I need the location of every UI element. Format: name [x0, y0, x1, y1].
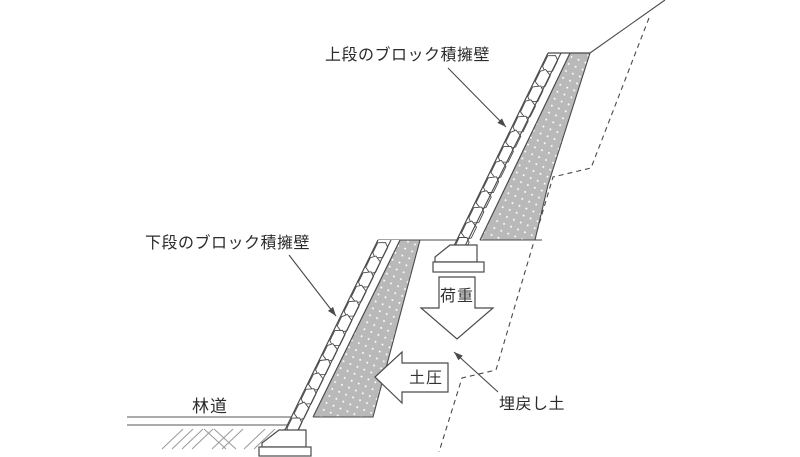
masonry-block: [483, 176, 500, 193]
upper-wall-leader-arrow: [447, 67, 507, 128]
masonry-block: [497, 146, 514, 163]
upper-wall-face-outer-line: [451, 52, 549, 251]
backfill-leader-arrow: [453, 351, 499, 393]
lower-wall-face-inner-line: [297, 239, 392, 431]
excavation-boundary-dashed-line: [438, 17, 650, 453]
lower-wall-face-outer-line: [284, 239, 379, 431]
road-label: 林道: [192, 397, 228, 417]
upper-ground-slope-line: [589, 0, 666, 54]
upper-wall-base-slab: [432, 261, 485, 273]
lower-wall-leader-arrow: [288, 254, 337, 317]
masonry-block: [505, 129, 522, 149]
backfill-label: 埋戻し土: [499, 394, 565, 413]
masonry-block: [490, 159, 507, 180]
lower-wall-foundation: [261, 429, 307, 448]
upper-wall-backing-line: [479, 52, 571, 241]
load-arrow-group: 荷重: [419, 276, 495, 340]
upper-wall-label: 上段のブロック積擁壁: [325, 45, 490, 64]
masonry-block: [460, 220, 477, 240]
masonry-block: [475, 190, 492, 210]
earth-pressure-arrow-group: 土圧: [374, 350, 449, 405]
load-arrow-label: 荷重: [440, 286, 474, 305]
earth-pressure-left-arrow-icon: [374, 350, 449, 405]
masonry-block: [468, 206, 485, 224]
masonry-block: [520, 99, 536, 119]
lower-wall-backing-line: [312, 239, 401, 418]
upper-wall-foundation: [434, 244, 478, 263]
masonry-block: [512, 115, 529, 133]
earth-pressure-arrow-label: 土圧: [409, 368, 443, 387]
upper-wall-face-inner-line: [463, 52, 562, 249]
lower-retaining-wall: [258, 239, 421, 457]
load-down-arrow-icon: [419, 276, 495, 340]
lower-wall-base-slab: [258, 446, 312, 457]
upper-retaining-wall: [432, 52, 591, 273]
ground-hatching: [161, 428, 286, 450]
lower-wall-label: 下段のブロック積擁壁: [145, 233, 310, 252]
